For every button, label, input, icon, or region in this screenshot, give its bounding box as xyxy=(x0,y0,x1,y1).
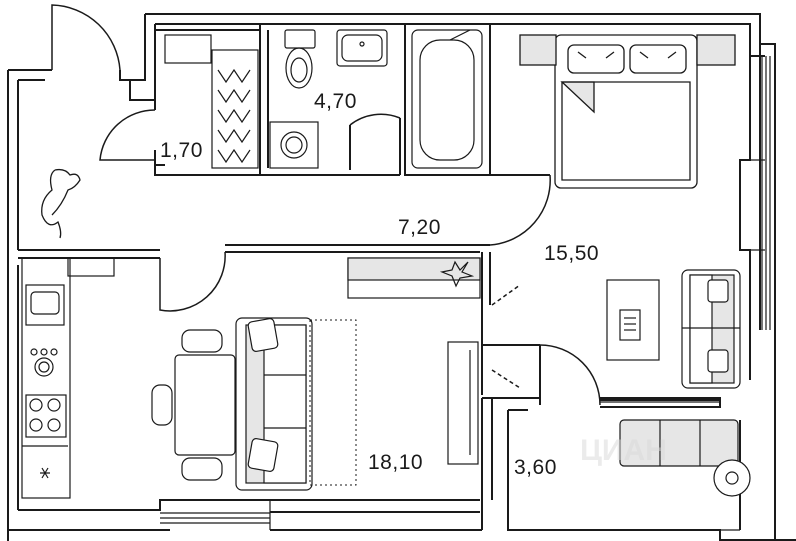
wardrobe xyxy=(164,34,259,169)
washing-machine xyxy=(269,121,319,169)
armchair-sofa xyxy=(681,269,741,389)
interior-walls xyxy=(18,24,720,401)
window-balcony xyxy=(600,401,740,531)
area-label-living-kitchen: 18,10 xyxy=(368,451,423,474)
toilet xyxy=(284,29,316,89)
dining-table xyxy=(151,329,236,481)
area-label-corridor: 7,20 xyxy=(398,216,441,239)
watermark: ЦИАН xyxy=(580,434,667,467)
outer-walls xyxy=(7,13,796,541)
dog-icon xyxy=(41,168,81,239)
bed xyxy=(519,34,736,189)
sink xyxy=(336,29,388,67)
tv-unit xyxy=(447,341,479,465)
area-label-bathroom: 4,70 xyxy=(314,90,357,113)
area-label-bedroom: 15,50 xyxy=(544,242,599,265)
sideboard xyxy=(347,257,481,299)
window-bottom xyxy=(160,500,271,530)
area-label-balcony: 3,60 xyxy=(514,456,557,479)
desk xyxy=(606,279,660,361)
balcony-sofa xyxy=(619,419,751,497)
area-label-hall: 1,70 xyxy=(160,139,203,162)
bathtub xyxy=(411,29,483,169)
kitchen-counter xyxy=(21,257,115,499)
sofa xyxy=(235,317,357,491)
window-right xyxy=(740,56,771,330)
doors xyxy=(51,4,601,406)
